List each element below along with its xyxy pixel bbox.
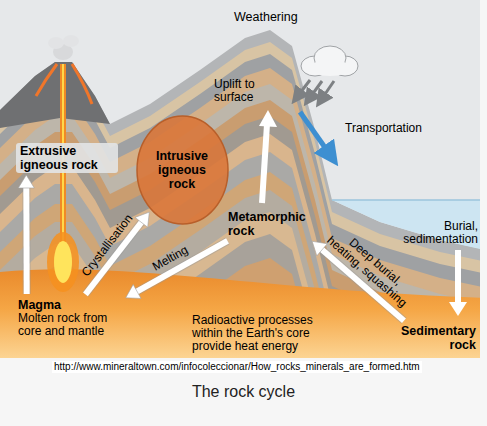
intrusion-ellipse-outline <box>137 116 228 224</box>
rock-name: Sedimentary rock <box>394 324 476 352</box>
uplift-arrow <box>262 124 267 203</box>
magma-chamber <box>54 241 72 283</box>
annotation-label: http://www.mineraltown.com/infocoleccion… <box>52 361 422 373</box>
rock-name: Intrusive igneous rock <box>151 149 213 191</box>
ash-cloud <box>48 37 64 49</box>
caption: The rock cycle <box>0 382 487 401</box>
burial-arrow-head <box>449 302 467 316</box>
annotation-label: Burial, sedimentation <box>388 220 478 246</box>
annotation-label: Uplift to surface <box>214 78 268 104</box>
transport-arrow <box>300 112 331 156</box>
volcano-cone <box>0 62 110 128</box>
rock-label: Sedimentary rock <box>392 322 478 354</box>
burial-arrow <box>455 250 461 303</box>
sea-surface <box>332 199 480 201</box>
rock-description: Molten rock from core and mantle <box>18 312 122 338</box>
process-label: Crystallisation <box>79 212 135 279</box>
arrow-head <box>18 175 34 188</box>
rock-name: Magma <box>18 298 122 312</box>
arrow-shadow <box>22 185 30 294</box>
annotation-label: Radioactive processes within the Earth's… <box>192 314 328 353</box>
lava-flow <box>36 64 57 96</box>
rain-arrow <box>309 81 322 99</box>
lava-flow <box>72 64 92 104</box>
process-arrow <box>18 175 34 294</box>
ash-cloud <box>63 35 79 47</box>
annotation-label: Transportation <box>345 122 422 135</box>
arrow-shaft <box>134 241 227 293</box>
rain-arrow <box>297 80 310 97</box>
uplift-arrow-head <box>259 110 277 127</box>
rock-label: Extrusive igneous rock <box>16 143 118 173</box>
process-arrow <box>126 241 228 298</box>
arrow-shadow <box>134 241 227 293</box>
rock-name: Extrusive igneous rock <box>20 144 114 172</box>
intrusion-ellipse: Intrusive igneous rock <box>136 115 229 225</box>
rain-arrow <box>321 81 334 100</box>
arrow-shaft <box>23 185 29 294</box>
rock-name: Metamorphic rock <box>228 210 314 238</box>
magma-chamber <box>47 232 79 292</box>
cloud <box>310 60 350 76</box>
rock-cycle-illustration <box>0 0 480 358</box>
rock-label: MagmaMolten rock from core and mantle <box>16 296 124 340</box>
arrow-head <box>135 212 149 227</box>
arrow-head <box>126 284 141 298</box>
annotation-label: Weathering <box>234 10 298 25</box>
process-label: Melting <box>150 243 190 273</box>
rock-label: Metamorphic rock <box>226 208 316 240</box>
